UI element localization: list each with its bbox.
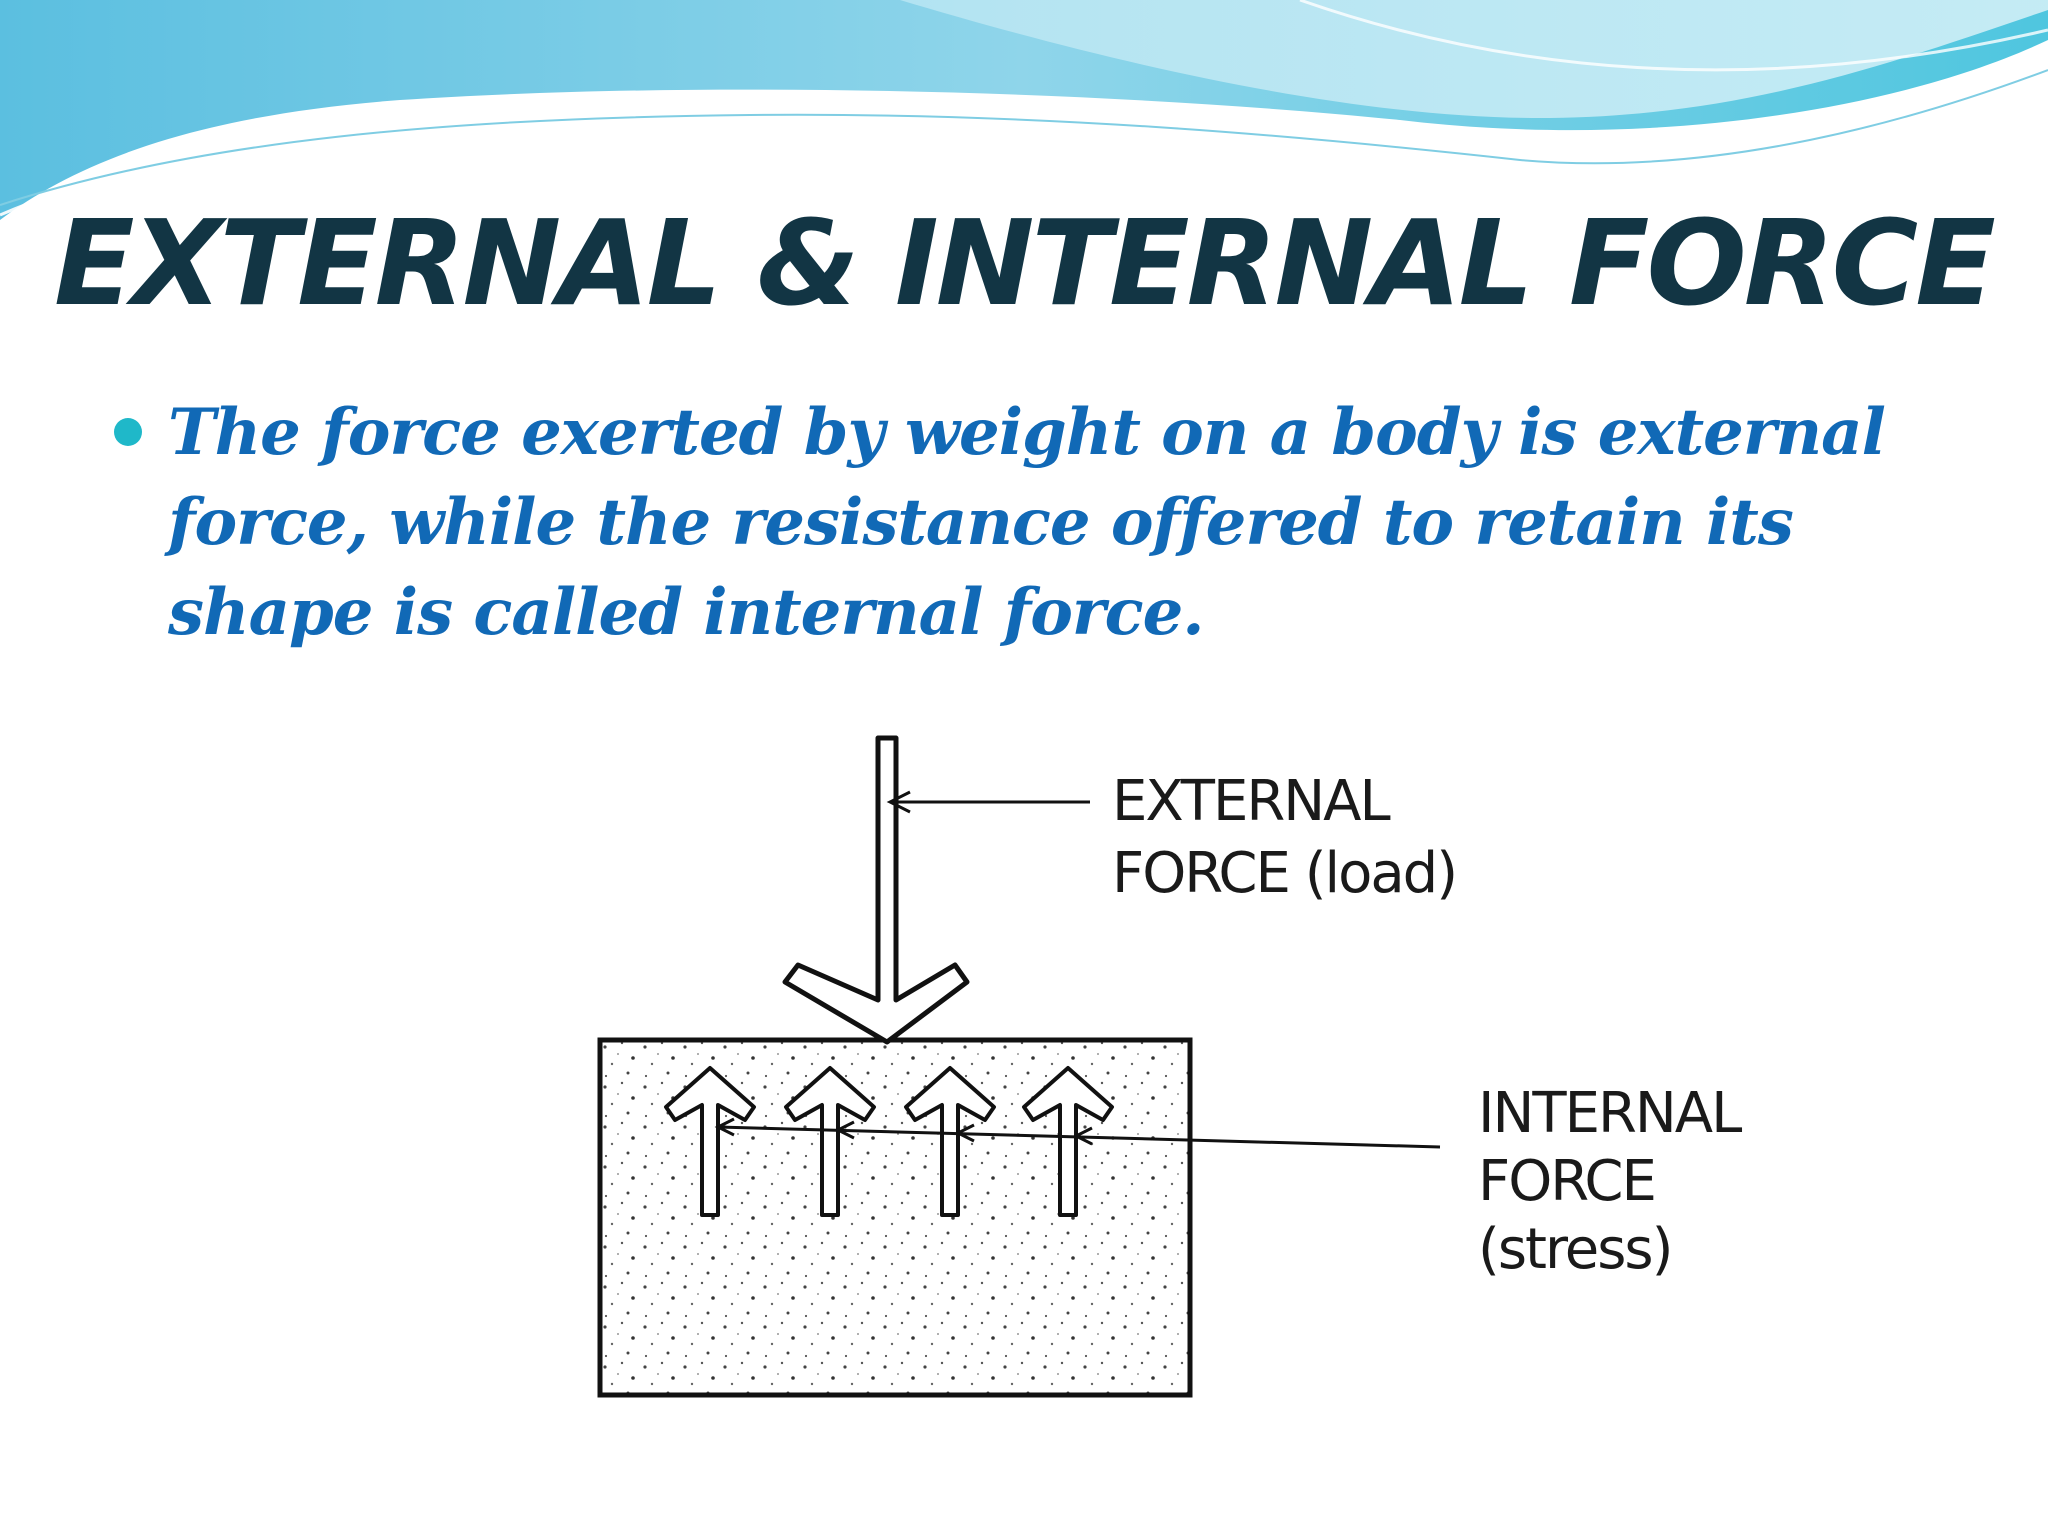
stress-arrow — [664, 1066, 756, 1217]
external-label-line-2: FORCE (load) — [1112, 841, 1456, 906]
page-title: EXTERNAL & INTERNAL FORCE — [54, 194, 1996, 332]
bullet-item: The force exerted by weight on a body is… — [100, 388, 1900, 658]
bullet-dot-icon — [114, 418, 142, 446]
stress-arrow — [904, 1066, 996, 1217]
stress-arrow — [1022, 1066, 1114, 1217]
internal-label-line-3: (stress) — [1478, 1217, 1671, 1282]
internal-label-line-1: INTERNAL — [1478, 1081, 1742, 1146]
stress-arrow — [784, 1066, 876, 1217]
force-diagram: EXTERNAL FORCE (load) INTERNAL FORCE (st… — [597, 735, 1744, 1398]
external-force-arrow — [782, 735, 970, 1045]
internal-label-line-2: FORCE — [1478, 1149, 1655, 1214]
wave-header-decoration — [0, 0, 2048, 220]
bullet-text: The force exerted by weight on a body is… — [168, 395, 1886, 650]
external-label-line-1: EXTERNAL — [1112, 769, 1390, 834]
internal-force-arrows — [664, 1066, 1114, 1217]
